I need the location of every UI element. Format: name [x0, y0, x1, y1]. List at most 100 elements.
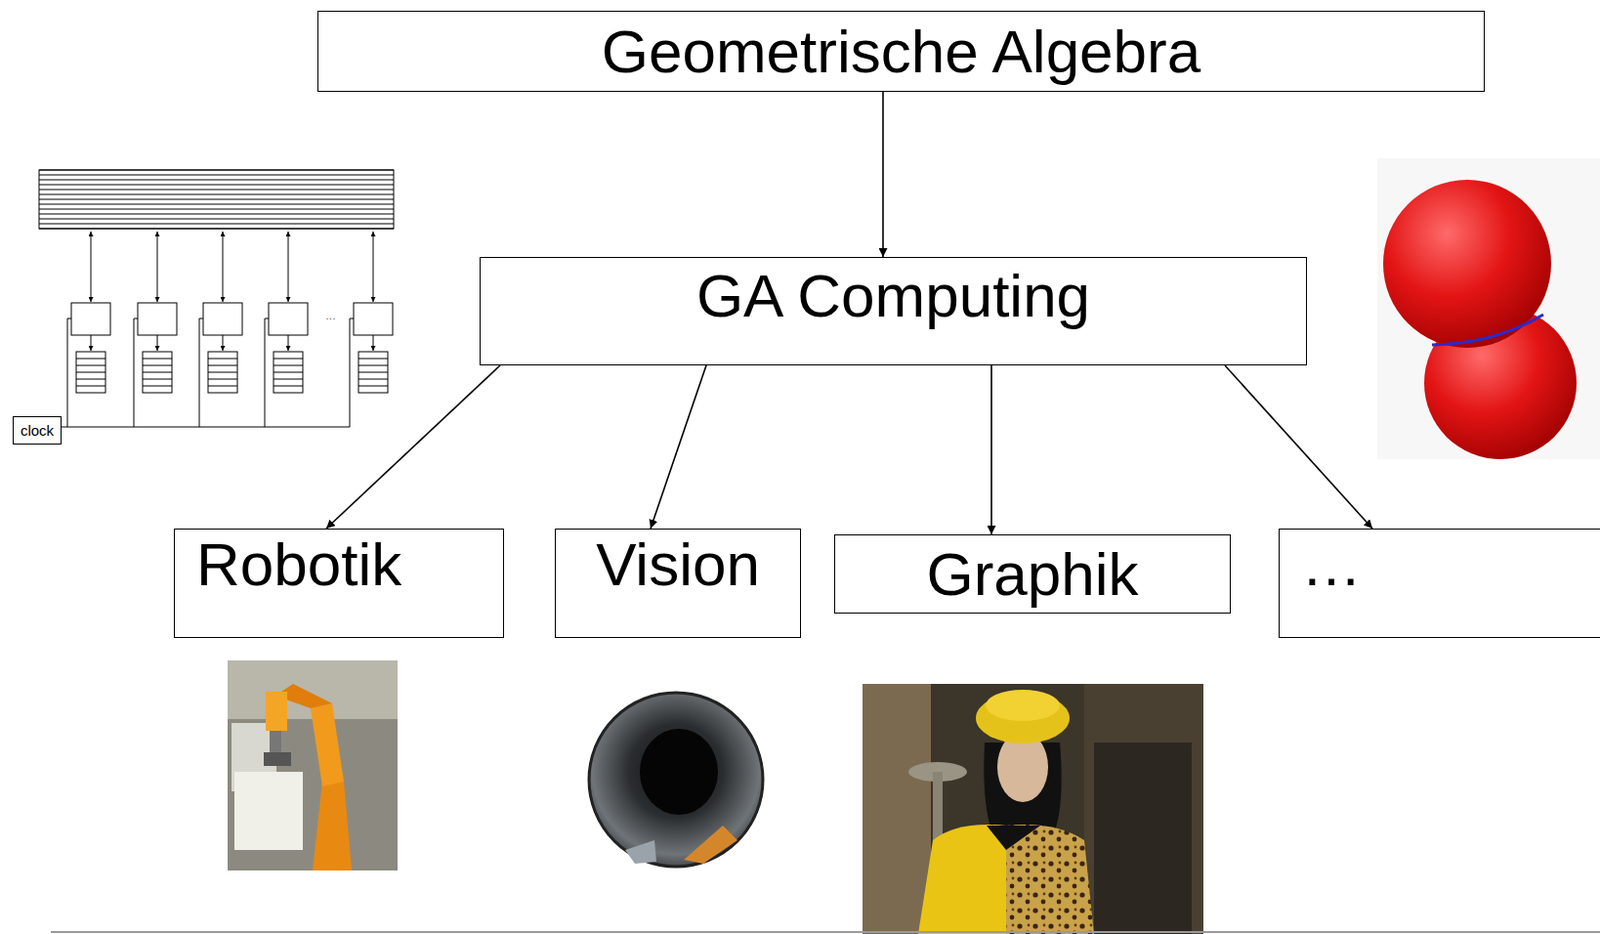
bus-diagram-part: [133, 318, 135, 427]
bus-diagram-part: [39, 204, 394, 206]
bottom-rule: [50, 930, 1600, 933]
bus-diagram-part: [76, 372, 106, 374]
bus-diagram-part: [39, 184, 394, 186]
fisheye-image-part: [625, 840, 657, 864]
bus-diagram-part: [208, 365, 238, 367]
graphics-render-part: [918, 824, 1007, 934]
bus-diagram-part: [208, 351, 238, 393]
graphics-render-part: [985, 689, 1060, 721]
process-box: GA Computing: [479, 256, 1307, 366]
fisheye-image-part: [589, 692, 763, 867]
clock-box: clock: [12, 416, 62, 445]
bus-diagram-part: [358, 351, 388, 393]
bus-diagram-part: [208, 378, 238, 380]
sphere-figure-part: [1383, 179, 1552, 348]
application-box: Graphik: [834, 534, 1231, 614]
fisheye-image: [589, 692, 763, 867]
bus-diagram-part: [203, 302, 243, 336]
graphics-render-part: [862, 683, 931, 934]
box-label: Vision: [595, 529, 760, 599]
bus-diagram-part: [76, 358, 106, 360]
bus-diagram-part: [90, 231, 92, 302]
bus-diagram-part: [358, 385, 388, 387]
bus-diagram-part: [373, 335, 375, 351]
bus-diagram-part: [273, 365, 303, 367]
bus-diagram-part: [373, 231, 375, 302]
bus-diagram-part: [76, 378, 106, 380]
application-box: Vision: [554, 528, 801, 638]
bus-diagram-part: [71, 302, 111, 336]
bus-diagram-part: [133, 318, 138, 320]
bus-diagram-part: [358, 358, 388, 360]
bus-diagram-part: [39, 189, 394, 191]
bus-diagram-part: [358, 372, 388, 374]
bus-diagram-part: [90, 335, 92, 351]
bus-diagram-part: [208, 385, 238, 387]
bus-diagram-part: [39, 209, 394, 211]
bus-diagram-part: [157, 231, 159, 302]
bus-diagram-part: [142, 378, 172, 380]
connector-arrow: [326, 365, 501, 529]
bus-diagram-part: [288, 231, 290, 302]
connector-arrow: [882, 91, 885, 257]
bus-diagram-part: [273, 358, 303, 360]
bus-diagram-part: [264, 318, 269, 320]
application-box: …: [1278, 528, 1600, 638]
bus-diagram-part: [76, 351, 106, 393]
bus-diagram-part: [349, 318, 351, 427]
bus-diagram-part: [358, 365, 388, 367]
bus-diagram-part: [199, 318, 201, 427]
box-label: Robotik: [196, 529, 402, 599]
robot-photo-part: [265, 691, 288, 731]
fisheye-image-part: [639, 728, 718, 815]
bus-diagram-part: [268, 302, 308, 336]
bus-diagram-part: [208, 372, 238, 374]
bus-diagram-part: [39, 174, 394, 176]
graphics-render: [862, 683, 1204, 934]
bus-diagram-part: [67, 318, 69, 427]
connector-arrow: [650, 365, 707, 529]
connector-arrow: [990, 365, 993, 535]
box-label: Graphik: [926, 539, 1138, 609]
fisheye-image-part: [683, 825, 738, 864]
bus-diagram-part: [137, 302, 177, 336]
box-label: GA Computing: [696, 260, 1091, 331]
graphics-render-part: [986, 825, 1041, 850]
bus-diagram-part: [273, 351, 303, 393]
bus-diagram-part: [273, 378, 303, 380]
bus-diagram-part: [264, 318, 266, 427]
graphics-render-part: [932, 771, 943, 841]
bus-diagram-part: [142, 385, 172, 387]
fisheye-image-part: [589, 692, 763, 867]
bus-diagram-part: [39, 194, 394, 196]
bus-diagram-part: [39, 169, 394, 229]
robot-photo-part: [312, 781, 352, 871]
bus-diagram-part: [273, 372, 303, 374]
bus-diagram-part: [288, 335, 290, 351]
bus-diagram-part: [39, 218, 394, 220]
bus-diagram-part: [39, 199, 394, 201]
application-box: Robotik: [173, 528, 505, 638]
graphics-render-part: [1006, 824, 1095, 934]
clock-label: clock: [20, 421, 54, 439]
graphics-render-part: [1084, 683, 1204, 934]
bus-diagram-part: [157, 335, 159, 351]
bus-diagram-part: [142, 358, 172, 360]
graphics-render-part: [862, 683, 1204, 934]
bus-diagram-part: [349, 318, 354, 320]
box-label: Geometrische Algebra: [601, 16, 1201, 86]
bus-diagram-part: [222, 231, 224, 302]
bus-diagram-part: [76, 365, 106, 367]
box-label: …: [1301, 529, 1362, 599]
bus-diagram-part: [208, 358, 238, 360]
bus-diagram-part: [142, 365, 172, 367]
bus-diagram-part: [142, 351, 172, 393]
bus-diagram-part: [39, 213, 394, 215]
robot-photo-part: [234, 771, 303, 850]
robot-photo: [227, 660, 398, 871]
robot-photo-part: [227, 660, 398, 871]
bus-diagram-part: [273, 385, 303, 387]
bus-diagram-part: [222, 335, 224, 351]
